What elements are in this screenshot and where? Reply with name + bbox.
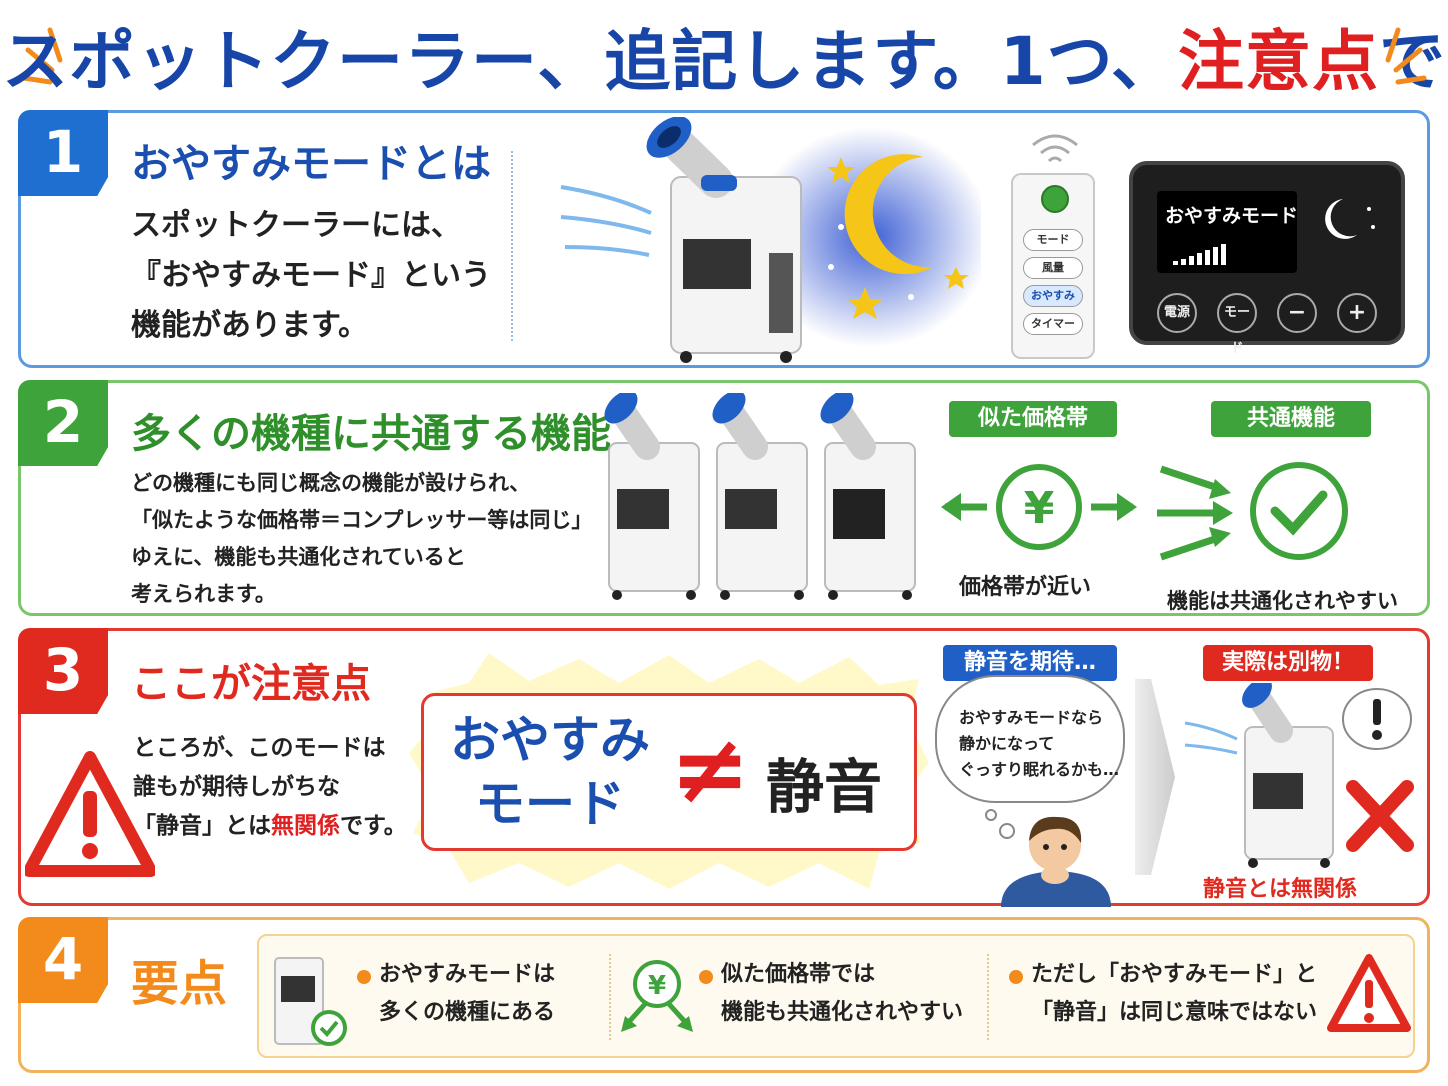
remote-timer-button[interactable]: タイマー xyxy=(1023,313,1083,335)
warning-triangle-small-icon xyxy=(1327,954,1411,1032)
section-number: 2 xyxy=(18,380,108,466)
yen-symbol: ¥ xyxy=(1024,483,1055,534)
warning-triangle-icon xyxy=(25,751,155,877)
wifi-signal-icon xyxy=(1032,134,1078,163)
remote-mode-button[interactable]: モード xyxy=(1023,229,1083,251)
divider xyxy=(511,151,513,341)
caption-unrelated: 静音とは無関係 xyxy=(1203,877,1358,902)
section-3-caution: 3 ここが注意点 ところが、このモードは 誰もが期待しがちな 「静音」とは無関係… xyxy=(18,628,1430,907)
three-spot-coolers-illustration xyxy=(604,393,916,600)
burst-right-icon xyxy=(1385,27,1427,85)
thought-bubble: おやすみモードなら 静かになって ぐっすり眠れるかも… xyxy=(935,675,1125,803)
section-title: おやすみモードとは xyxy=(131,141,491,187)
eq-quiet: 静音 xyxy=(766,753,883,821)
summary-item-3: ただし「おやすみモード」と 「静音」は同じ意味ではない xyxy=(1031,962,1318,1025)
screen-mode-text: おやすみモード xyxy=(1165,205,1299,227)
remote-sleep-button[interactable]: おやすみ xyxy=(1023,285,1083,307)
section-text: どの機種にも同じ概念の機能が設けられ、 「似たような価格帯＝コンプレッサー等は同… xyxy=(131,471,593,606)
bullet-dot xyxy=(1009,970,1023,984)
cooler-check-icon xyxy=(274,957,347,1046)
section-4-summary: 4 要点 おやすみモードは 多くの機種にある ¥ 似た価格帯では 機能も共通化さ… xyxy=(18,917,1430,1073)
not-equal-sign: ≠ xyxy=(670,713,751,825)
yen-arrows-icon: ¥ xyxy=(941,464,1137,550)
converging-check-icon xyxy=(1157,462,1348,561)
remote-fan-button[interactable]: 風量 xyxy=(1023,257,1083,279)
plus-button[interactable]: + xyxy=(1337,293,1377,333)
thinking-person-illustration xyxy=(985,809,1111,907)
burst-left-icon xyxy=(21,27,63,85)
yen-symbol: ¥ xyxy=(648,971,666,1001)
tag-similar-price: 似た価格帯 xyxy=(949,401,1117,437)
bullet-dot xyxy=(699,970,713,984)
power-button[interactable]: 電源 xyxy=(1157,293,1197,333)
summary-item-1: おやすみモードは 多くの機種にある xyxy=(379,962,556,1025)
section-title: ここが注意点 xyxy=(131,661,371,707)
display-screen: おやすみモード xyxy=(1157,191,1299,273)
transition-arrow xyxy=(1135,679,1175,875)
caption-feature-common: 機能は共通化されやすい xyxy=(1167,589,1398,613)
mode-button[interactable]: モード xyxy=(1217,293,1257,356)
eq-sleep-mode: おやすみ モード xyxy=(450,711,650,833)
remote-control: モード 風量 おやすみ タイマー xyxy=(1011,173,1095,359)
summary-box: おやすみモードは 多くの機種にある ¥ 似た価格帯では 機能も共通化されやすい … xyxy=(257,934,1415,1058)
not-equal-box: おやすみ モード ≠ 静音 xyxy=(421,693,917,851)
section-1-sleep-mode: 1 おやすみモードとは スポットクーラーには、 『おやすみモード』という 機能が… xyxy=(18,110,1430,368)
spot-cooler-night-illustration xyxy=(560,117,981,363)
power-icon[interactable] xyxy=(1041,185,1069,213)
signal-bars-icon xyxy=(1173,244,1226,265)
yen-arrows-small-icon: ¥ xyxy=(621,960,693,1032)
bullet-dot xyxy=(357,970,371,984)
section-number: 4 xyxy=(18,917,108,1003)
section-title: 要点 xyxy=(131,956,228,1012)
tag-reality-different: 実際は別物！ xyxy=(1203,645,1373,681)
caption-price-close: 価格帯が近い xyxy=(959,575,1092,600)
section-2-common-feature: 2 多くの機種に共通する機能 どの機種にも同じ概念の機能が設けられ、 「似たよう… xyxy=(18,380,1430,616)
section-number: 3 xyxy=(18,628,108,714)
tag-common-feature: 共通機能 xyxy=(1211,401,1371,437)
section-text: ところが、このモードは 誰もが期待しがちな 「静音」とは無関係です。 xyxy=(133,735,407,839)
control-panel-display: おやすみモード 電源 モード − + xyxy=(1129,161,1405,356)
section-title: 多くの機種に共通する機能 xyxy=(131,411,611,457)
summary-item-2: 似た価格帯では 機能も共通化されやすい xyxy=(721,962,964,1025)
section-text: スポットクーラーには、 『おやすみモード』という 機能があります。 xyxy=(131,208,491,343)
section-number: 1 xyxy=(18,110,108,196)
divider xyxy=(609,954,611,1040)
thought-text: おやすみモードなら 静かになって ぐっすり眠れるかも… xyxy=(959,708,1120,779)
cooler-unrelated-illustration xyxy=(1184,683,1414,868)
divider xyxy=(987,954,989,1040)
minus-button[interactable]: − xyxy=(1277,293,1317,333)
moon-icon xyxy=(1325,199,1375,239)
